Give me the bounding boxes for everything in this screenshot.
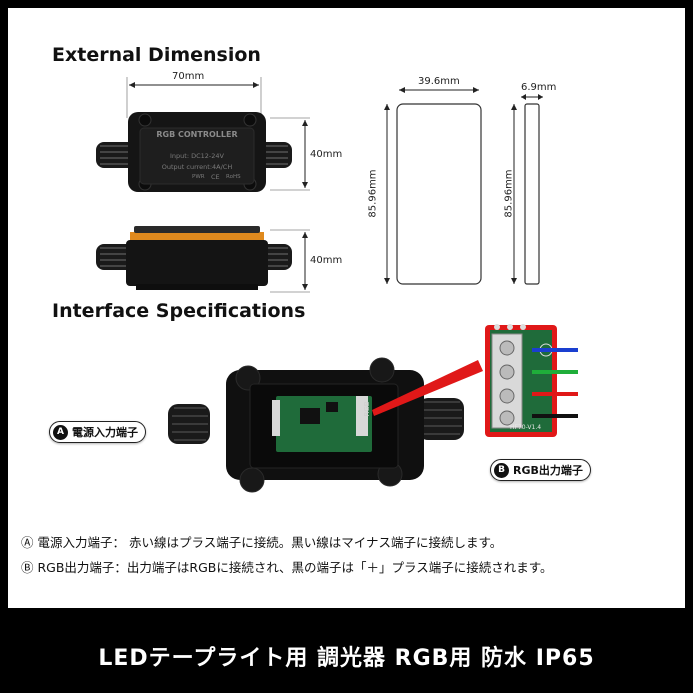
remote-side-outline (511, 94, 543, 285)
device-rohs-label: RoHS (226, 174, 241, 180)
side-view-device (96, 226, 292, 290)
board-rgb-label: RGB (363, 401, 371, 417)
interface-specifications-title: Interface Specifications (52, 300, 306, 322)
terminal-zoom-inset (485, 324, 578, 437)
callout-b-label: RGB出力端子 (513, 464, 583, 477)
open-controller-box (168, 357, 464, 493)
device-input-label: Input: DC12-24V (170, 152, 224, 160)
device-output-label: Output current:4A/CH (161, 163, 233, 171)
dim-39-6mm-label: 39.6mm (418, 76, 460, 87)
dimension-line-70mm (126, 77, 262, 118)
dim-85-96mm-front-label: 85.96mm (367, 169, 379, 218)
dim-85-96mm-side-label: 85.96mm (503, 169, 515, 218)
callout-a-label: 電源入力端子 (72, 426, 138, 439)
note-rgb-output: Ⓑ RGB出力端子：出力端子はRGBに接続され、黒の端子は「＋」プラス端子に接続… (21, 560, 553, 575)
content-panel (8, 8, 685, 608)
callout-power-input: A 電源入力端子 (49, 421, 146, 443)
dimension-drawings (96, 77, 578, 493)
top-view-device (96, 112, 292, 192)
footer-title: LEDテープライト用 調光器 RGB用 防水 IP65 (98, 646, 595, 671)
device-ce-label: CE (211, 173, 220, 181)
zoom-pointer (372, 360, 483, 416)
device-title-label: RGB CONTROLLER (156, 130, 238, 139)
dim-6-9mm-label: 6.9mm (521, 82, 557, 93)
board-version-label: HF70-V1.4 (510, 424, 542, 431)
dim-70mm-label: 70mm (172, 71, 205, 82)
dim-40mm-top-label: 40mm (310, 149, 343, 160)
footer-banner: LEDテープライト用 調光器 RGB用 防水 IP65 (0, 610, 693, 693)
callout-b-badge: B (494, 462, 509, 478)
callout-rgb-output: B RGB出力端子 (490, 459, 591, 481)
note-power-input: Ⓐ 電源入力端子： 赤い線はプラス端子に接続。黒い線はマイナス端子に接続します。 (21, 535, 503, 550)
external-dimension-title: External Dimension (52, 44, 261, 66)
remote-front-outline (384, 87, 482, 285)
callout-a-badge: A (53, 424, 68, 440)
dim-40mm-side-label: 40mm (310, 255, 343, 266)
device-pwr-label: PWR (192, 174, 205, 180)
